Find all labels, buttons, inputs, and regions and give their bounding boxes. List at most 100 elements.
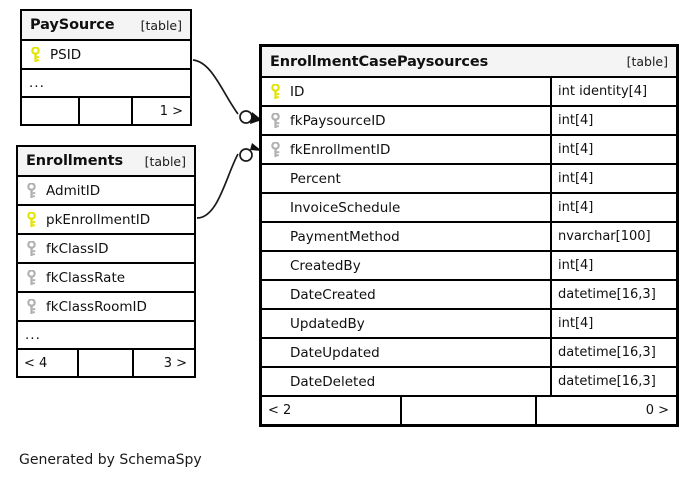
column-type: int identity[4]: [550, 78, 676, 105]
footer-middle: [400, 397, 534, 424]
table-row[interactable]: fkEnrollmentID int[4]: [262, 136, 676, 165]
footer-right[interactable]: 3 >: [132, 350, 194, 376]
generated-by-note: Generated by SchemaSpy: [19, 452, 202, 468]
column-name: DateCreated: [290, 286, 376, 303]
table-enrollments-tag: [table]: [144, 153, 186, 169]
column-type: int[4]: [550, 252, 676, 279]
foreign-key-icon: [27, 240, 36, 256]
footer-right[interactable]: 0 >: [534, 397, 676, 424]
column-type: int[4]: [550, 165, 676, 192]
column-cell: Percent: [262, 165, 550, 192]
column-type: datetime[16,3]: [550, 281, 676, 308]
footer-middle: [77, 350, 132, 376]
foreign-key-icon: [27, 269, 36, 285]
column-type: int[4]: [550, 136, 676, 163]
table-enrollmentcasepaysources-header: EnrollmentCasePaysources [table]: [262, 47, 676, 78]
table-paysource-tag: [table]: [140, 17, 182, 33]
table-row[interactable]: PSID: [22, 41, 190, 70]
column-cell: PSID: [22, 41, 190, 68]
column-name: pkEnrollmentID: [46, 211, 151, 228]
column-cell: pkEnrollmentID: [18, 206, 194, 233]
footer-left[interactable]: < 4: [24, 355, 48, 371]
column-type: int[4]: [550, 194, 676, 221]
column-type: nvarchar[100]: [550, 223, 676, 250]
table-row[interactable]: fkClassRoomID: [18, 293, 194, 322]
column-cell: AdmitID: [18, 177, 194, 204]
column-cell: fkPaysourceID: [262, 107, 550, 134]
foreign-key-icon: [27, 298, 36, 314]
table-paysource-ellipsis: ...: [22, 70, 190, 98]
column-cell: DateDeleted: [262, 368, 550, 395]
column-name: AdmitID: [46, 182, 101, 199]
table-paysource[interactable]: PaySource [table] PSID ... 1: [20, 9, 192, 126]
footer-middle: [78, 98, 130, 124]
column-name: DateDeleted: [290, 373, 376, 390]
column-cell: UpdatedBy: [262, 310, 550, 337]
foreign-key-icon: [271, 112, 280, 128]
column-name: fkPaysourceID: [290, 112, 386, 129]
column-type: int[4]: [550, 107, 676, 134]
table-paysource-columns: PSID ... 1 >: [22, 41, 190, 124]
table-row[interactable]: UpdatedBy int[4]: [262, 310, 676, 339]
table-enrollmentcasepaysources-columns: ID int identity[4] fkPaysourceID int[4]: [262, 78, 676, 424]
column-name: InvoiceSchedule: [290, 199, 401, 216]
footer-left[interactable]: < 2: [268, 403, 292, 418]
column-cell: CreatedBy: [262, 252, 550, 279]
relationship-enrollments-to-ecp: [196, 143, 262, 219]
column-cell: ID: [262, 78, 550, 105]
table-row[interactable]: DateDeleted datetime[16,3]: [262, 368, 676, 397]
table-enrollmentcasepaysources[interactable]: EnrollmentCasePaysources [table] ID int …: [259, 44, 679, 427]
column-name: ID: [290, 83, 305, 100]
column-name: DateUpdated: [290, 344, 380, 361]
table-enrollments-header: Enrollments [table]: [18, 147, 194, 177]
footer-left[interactable]: [22, 98, 78, 124]
foreign-key-icon: [271, 141, 280, 157]
table-row[interactable]: PaymentMethod nvarchar[100]: [262, 223, 676, 252]
column-cell: InvoiceSchedule: [262, 194, 550, 221]
table-row[interactable]: Percent int[4]: [262, 165, 676, 194]
primary-key-icon: [27, 211, 36, 227]
column-name: PaymentMethod: [290, 228, 400, 245]
table-enrollmentcasepaysources-footer: < 2 0 >: [262, 397, 676, 424]
table-paysource-footer: 1 >: [22, 98, 190, 124]
foreign-key-icon: [27, 182, 36, 198]
table-row[interactable]: pkEnrollmentID: [18, 206, 194, 235]
table-row[interactable]: InvoiceSchedule int[4]: [262, 194, 676, 223]
table-row[interactable]: CreatedBy int[4]: [262, 252, 676, 281]
footer-right[interactable]: 1 >: [130, 98, 190, 124]
table-paysource-header: PaySource [table]: [22, 11, 190, 41]
column-name: UpdatedBy: [290, 315, 365, 332]
column-type: int[4]: [550, 310, 676, 337]
column-cell: fkClassRate: [18, 264, 194, 291]
table-row[interactable]: ID int identity[4]: [262, 78, 676, 107]
primary-key-icon: [271, 83, 280, 99]
table-enrollments-title: Enrollments: [26, 153, 124, 169]
column-cell: fkClassID: [18, 235, 194, 262]
column-name: CreatedBy: [290, 257, 361, 274]
table-row[interactable]: fkClassID: [18, 235, 194, 264]
column-cell: DateCreated: [262, 281, 550, 308]
table-enrollments-footer: < 4 3 >: [18, 350, 194, 376]
table-enrollmentcasepaysources-title: EnrollmentCasePaysources: [270, 53, 489, 70]
table-row[interactable]: fkPaysourceID int[4]: [262, 107, 676, 136]
table-row[interactable]: DateCreated datetime[16,3]: [262, 281, 676, 310]
column-name: Percent: [290, 170, 341, 187]
table-paysource-title: PaySource: [30, 17, 115, 33]
table-enrollments-ellipsis: ...: [18, 322, 194, 350]
column-name: fkClassRate: [46, 269, 126, 286]
column-cell: PaymentMethod: [262, 223, 550, 250]
table-row[interactable]: DateUpdated datetime[16,3]: [262, 339, 676, 368]
column-name: fkClassRoomID: [46, 298, 147, 315]
column-cell: fkEnrollmentID: [262, 136, 550, 163]
table-row[interactable]: AdmitID: [18, 177, 194, 206]
primary-key-icon: [31, 46, 40, 62]
column-name: fkClassID: [46, 240, 109, 257]
table-enrollments[interactable]: Enrollments [table] AdmitID: [16, 145, 196, 378]
table-row[interactable]: fkClassRate: [18, 264, 194, 293]
table-enrollmentcasepaysources-tag: [table]: [626, 54, 668, 69]
column-type: datetime[16,3]: [550, 368, 676, 395]
relationship-paysource-to-ecp: [192, 59, 262, 124]
column-cell: fkClassRoomID: [18, 293, 194, 320]
column-cell: DateUpdated: [262, 339, 550, 366]
